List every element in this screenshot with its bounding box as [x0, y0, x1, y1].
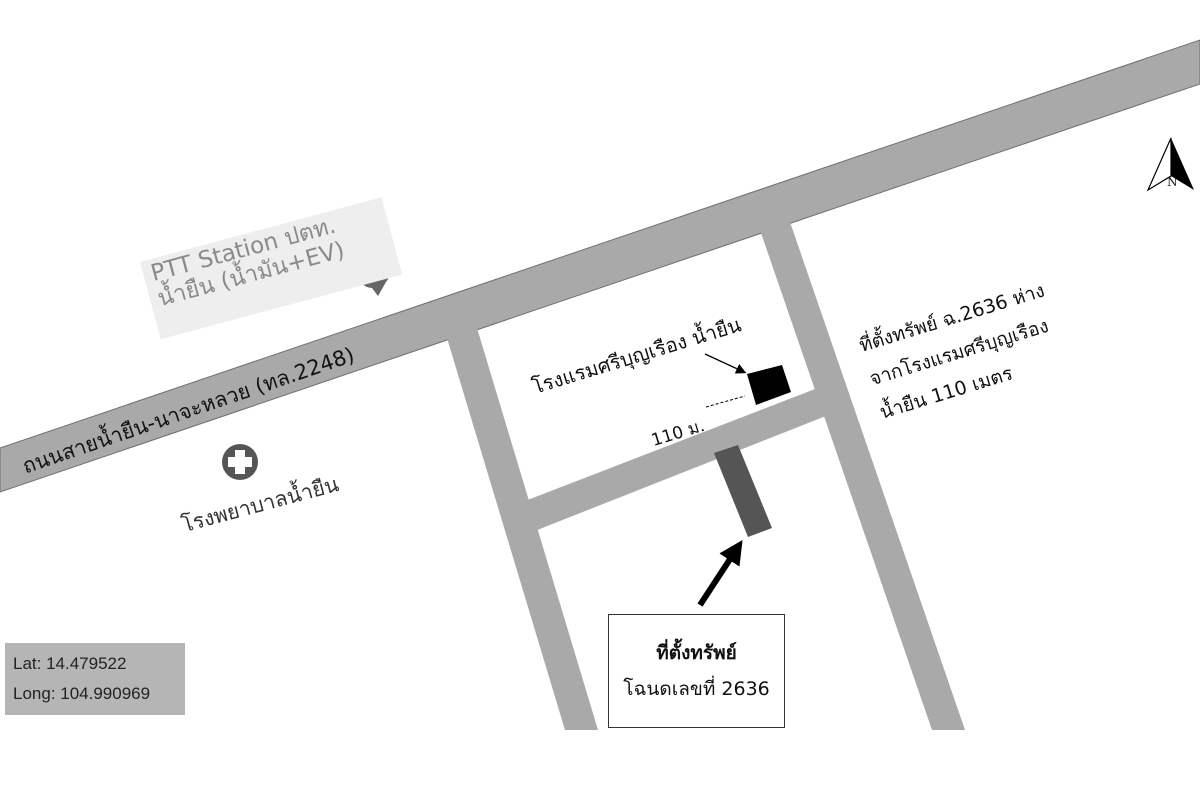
coordinates-box: Lat: 14.479522 Long: 104.990969 [5, 643, 185, 715]
longitude: Long: 104.990969 [13, 684, 151, 703]
main-road [0, 39, 1200, 493]
cross-road [512, 384, 836, 536]
hotel-marker [747, 365, 791, 405]
property-plot [714, 445, 772, 537]
hotel-pointer-arrow [704, 353, 747, 374]
latitude: Lat: 14.479522 [13, 654, 127, 673]
right-side-road [760, 222, 965, 730]
distance-dashed-line [705, 395, 746, 408]
north-arrow-icon [1146, 137, 1194, 192]
deed-number: โฉนดเลขที่ 2636 [623, 678, 770, 700]
property-arrow [697, 539, 743, 607]
property-title: ที่ตั้งทรัพย์ [656, 642, 737, 664]
north-label: N [1167, 175, 1178, 189]
property-label-box: ที่ตั้งทรัพย์ โฉนดเลขที่ 2636 [608, 614, 785, 728]
hospital-cross-icon [222, 444, 258, 480]
